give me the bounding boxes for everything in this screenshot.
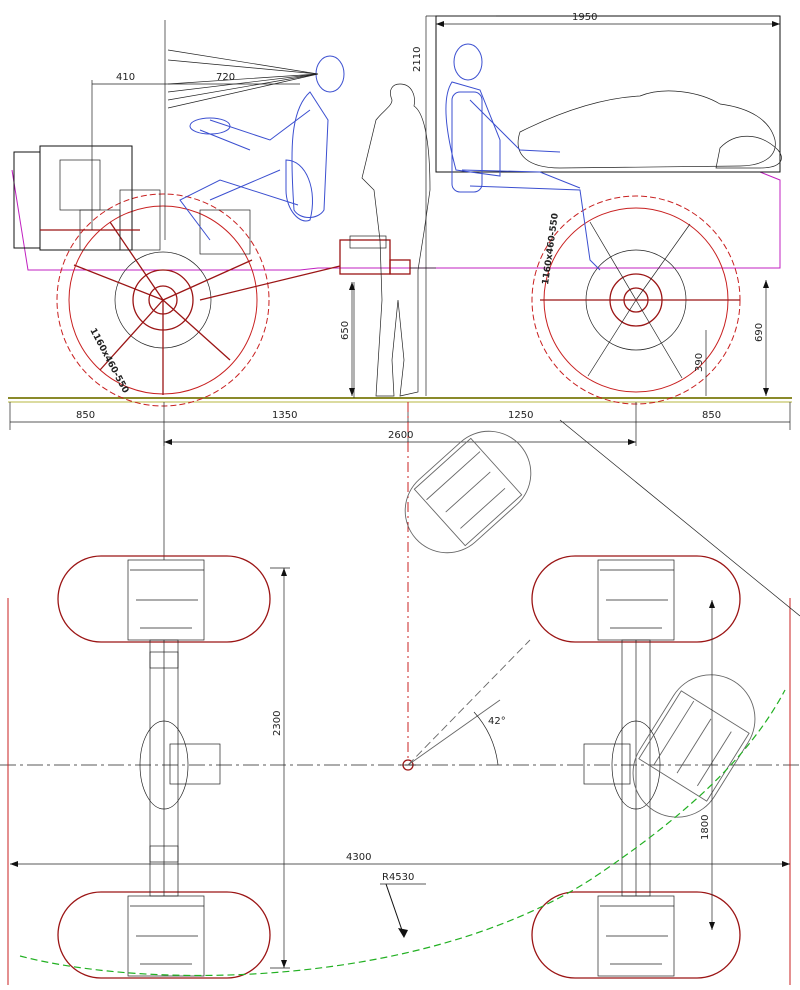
- dim-2110: 2110: [412, 47, 423, 72]
- dim-1800: 1800: [700, 815, 711, 840]
- dim-650: 650: [340, 321, 351, 340]
- seated-passenger-figure: [445, 43, 601, 271]
- front-tire-label: 1160x460-550: [87, 327, 130, 395]
- angle-42: 42°: [488, 716, 506, 727]
- reclining-figure: [517, 90, 776, 169]
- drive-shaft: [199, 265, 341, 301]
- dim-1950: 1950: [572, 12, 597, 23]
- side-view: 1160x460-550 1160x460-550: [8, 12, 792, 407]
- horizontal-dimensions: 850 1350 1250 850 2600: [9, 402, 791, 446]
- hitch-assembly: [339, 235, 436, 398]
- dim-4300: 4300: [346, 852, 371, 863]
- dim-850-right: 850: [702, 410, 721, 421]
- rear-wheel-side: 1160x460-550: [531, 195, 741, 405]
- plan-view: 42° 2300 1800 4300 R4530: [0, 402, 800, 985]
- dim-2600: 2600: [388, 430, 413, 441]
- rear-axle-plan: [531, 555, 741, 979]
- turning-radius-arc: [19, 689, 786, 977]
- dim-390: 390: [694, 353, 705, 372]
- standing-person: [361, 83, 431, 397]
- turned-wheel-top: [404, 430, 532, 554]
- dim-1350: 1350: [272, 410, 297, 421]
- engine: [13, 145, 251, 255]
- dim-850-left: 850: [76, 410, 95, 421]
- dim-r4530: R4530: [382, 872, 414, 883]
- turned-wheel-right: [632, 674, 756, 818]
- rear-tire-label: 1160x460-550: [541, 213, 561, 286]
- seated-driver-figure: [179, 55, 345, 241]
- dim-2300: 2300: [272, 711, 283, 736]
- dim-410: 410: [116, 72, 135, 83]
- front-axle-plan: [57, 555, 271, 979]
- cargo-box: [435, 15, 781, 173]
- dim-690: 690: [754, 323, 765, 342]
- dim-1250: 1250: [508, 410, 533, 421]
- sight-lines: [167, 49, 319, 109]
- frame-outline: [11, 169, 781, 271]
- front-wheel-side: 1160x460-550: [56, 193, 270, 407]
- dim-720: 720: [216, 72, 235, 83]
